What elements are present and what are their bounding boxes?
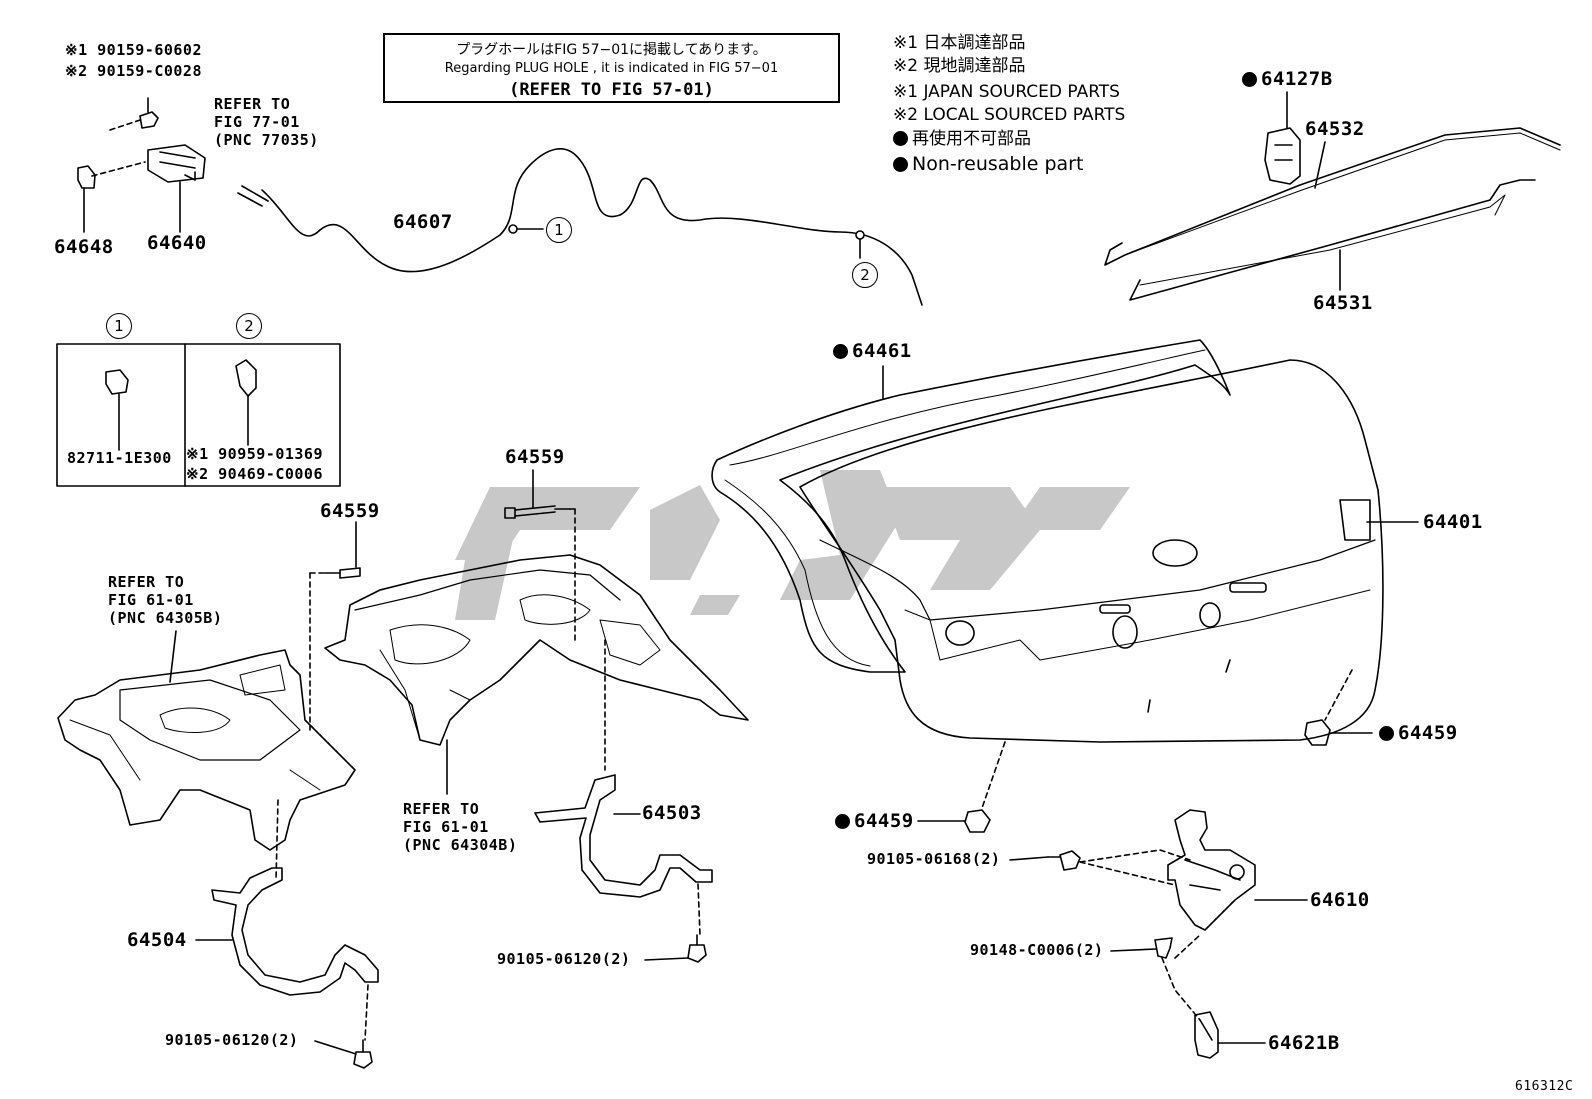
label-64621b[interactable]: 64621B bbox=[1268, 1032, 1340, 1054]
weatherstrip-64461[interactable] bbox=[711, 339, 1231, 673]
clip-64459-b[interactable] bbox=[964, 809, 991, 833]
label-bolt-90105-a[interactable]: 90105-06120(2) bbox=[497, 950, 631, 968]
note-box: プラグホールはFIG 57−01に掲載してあります。 Regarding PLU… bbox=[383, 33, 840, 103]
inset-circle-1: 1 bbox=[106, 313, 132, 339]
label-64503[interactable]: 64503 bbox=[642, 802, 702, 824]
legend-jp2: ※2 現地調達部品 bbox=[893, 56, 1026, 76]
label-64127b[interactable]: 64127B bbox=[1242, 70, 1333, 89]
nonreusable-dot-icon bbox=[893, 157, 908, 172]
legend-jp-nonreusable: 再使用不可部品 bbox=[893, 131, 1031, 148]
nonreusable-dot-icon bbox=[1379, 726, 1394, 741]
label-64532[interactable]: 64532 bbox=[1305, 118, 1365, 140]
cable-end-clip bbox=[237, 185, 269, 207]
label-bolt-06168[interactable]: 90105-06168(2) bbox=[867, 850, 1001, 868]
nonreusable-dot-icon bbox=[835, 814, 850, 829]
label-64610[interactable]: 64610 bbox=[1310, 889, 1370, 911]
label-64401[interactable]: 64401 bbox=[1423, 511, 1483, 533]
label-refer-77: REFER TO FIG 77-01 (PNC 77035) bbox=[214, 95, 319, 149]
label-bolt-90105-b[interactable]: 90105-06120(2) bbox=[165, 1031, 299, 1049]
bolt-90105-06120-a[interactable] bbox=[687, 934, 707, 963]
inset-box bbox=[56, 343, 341, 487]
label-bolt-a2: ※2 90159-C0028 bbox=[65, 62, 202, 80]
figure-number: 616312C bbox=[1515, 1079, 1574, 1094]
striker-64621b[interactable] bbox=[1194, 1011, 1219, 1059]
note-line-jp: プラグホールはFIG 57−01に掲載してあります。 bbox=[456, 42, 767, 58]
nonreusable-dot-icon bbox=[1242, 72, 1257, 87]
label-64531[interactable]: 64531 bbox=[1313, 292, 1373, 314]
nonreusable-dot-icon bbox=[833, 344, 848, 359]
bolt-64559-b[interactable] bbox=[324, 567, 361, 579]
switch-64640[interactable] bbox=[147, 144, 206, 183]
hinge-64504[interactable] bbox=[211, 867, 379, 996]
bolt-90148-c0006[interactable] bbox=[1154, 937, 1173, 959]
rod-64532[interactable] bbox=[1104, 127, 1561, 266]
watermark-logo bbox=[455, 470, 1130, 620]
label-bolt-c0006[interactable]: 90148-C0006(2) bbox=[970, 941, 1104, 959]
legend-jp1: ※1 日本調達部品 bbox=[893, 33, 1026, 53]
label-64461[interactable]: 64461 bbox=[833, 342, 912, 361]
hinge-64503[interactable] bbox=[534, 774, 713, 898]
label-64504[interactable]: 64504 bbox=[127, 929, 187, 951]
note-line-en: Regarding PLUG HOLE , it is indicated in… bbox=[444, 61, 779, 76]
nonreusable-dot-icon bbox=[893, 131, 908, 146]
lock-64610[interactable] bbox=[1167, 809, 1256, 931]
label-64559-b[interactable]: 64559 bbox=[320, 500, 380, 522]
bolt-90159[interactable] bbox=[139, 97, 159, 129]
note-line-refer: (REFER TO FIG 57-01) bbox=[509, 80, 714, 100]
clip-64648[interactable] bbox=[77, 165, 96, 189]
label-64640[interactable]: 64640 bbox=[147, 232, 207, 254]
label-64648[interactable]: 64648 bbox=[54, 236, 114, 258]
inset-circle-2: 2 bbox=[236, 313, 262, 339]
label-inset-a1: ※1 90959-01369 bbox=[186, 445, 323, 463]
label-64607[interactable]: 64607 bbox=[393, 211, 453, 233]
label-refer-64304b: REFER TO FIG 61-01 (PNC 64304B) bbox=[403, 800, 518, 854]
cushion-64127b[interactable] bbox=[1264, 127, 1301, 185]
legend-en1: ※1 JAPAN SOURCED PARTS bbox=[893, 82, 1120, 102]
label-64459-b[interactable]: 64459 bbox=[835, 812, 914, 831]
label-64459-a[interactable]: 64459 bbox=[1379, 724, 1458, 743]
label-bolt-a1: ※1 90159-60602 bbox=[65, 41, 202, 59]
label-inset-a2: ※2 90469-C0006 bbox=[186, 465, 323, 483]
bolt-90105-06168[interactable] bbox=[1047, 850, 1081, 871]
label-82711[interactable]: 82711-1E300 bbox=[67, 449, 172, 467]
trunk-lid-64401[interactable] bbox=[799, 359, 1384, 743]
bolt-64559-a[interactable] bbox=[504, 505, 571, 519]
callout-1: 1 bbox=[546, 217, 572, 243]
body-panel-64304b[interactable] bbox=[324, 554, 749, 746]
legend-en-nonreusable: Non-reusable part bbox=[893, 155, 1083, 174]
label-64559-a[interactable]: 64559 bbox=[505, 446, 565, 468]
callout-2: 2 bbox=[852, 262, 878, 288]
clip-64459-a[interactable] bbox=[1304, 719, 1331, 746]
bolt-90105-06120-b[interactable] bbox=[353, 1039, 373, 1069]
label-refer-64305b: REFER TO FIG 61-01 (PNC 64305B) bbox=[108, 573, 223, 627]
legend-en2: ※2 LOCAL SOURCED PARTS bbox=[893, 105, 1126, 125]
rod-64531[interactable] bbox=[1129, 179, 1536, 301]
body-panel-64305b[interactable] bbox=[57, 649, 356, 851]
cable-64607[interactable] bbox=[261, 148, 923, 306]
